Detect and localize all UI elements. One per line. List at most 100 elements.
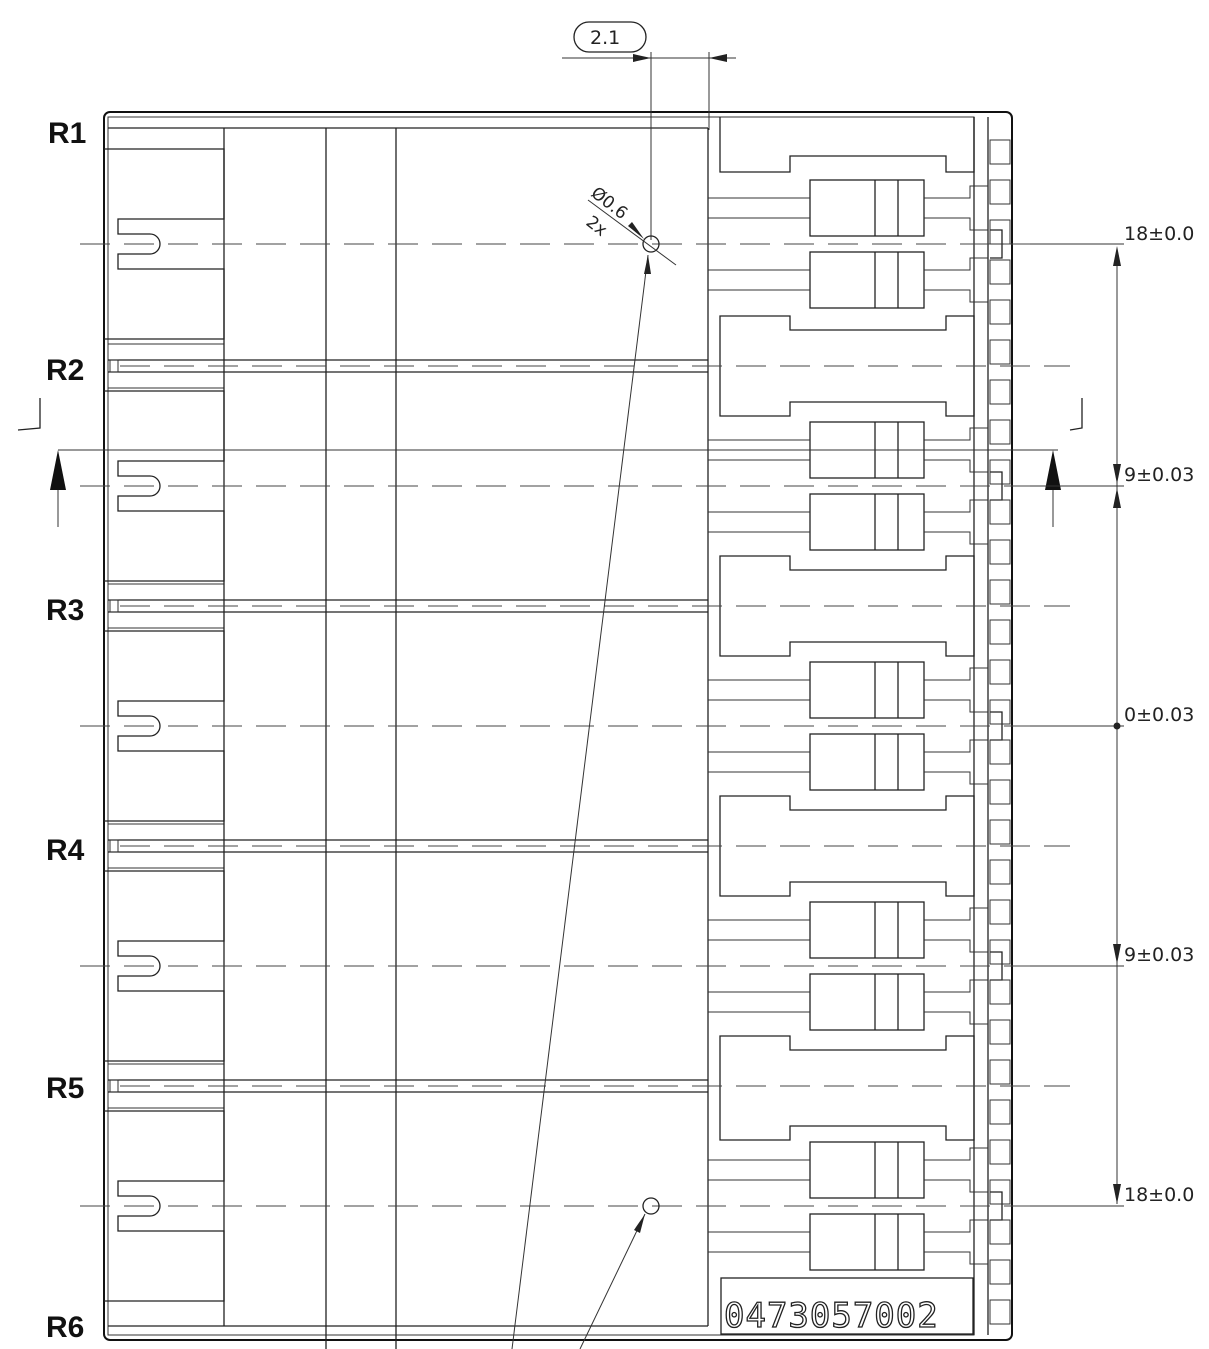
row-divider-notch [109, 839, 119, 853]
terminal-body [809, 733, 925, 791]
terminal-body [809, 1213, 925, 1271]
latch-profile [104, 148, 225, 340]
terminal-body [809, 251, 925, 309]
position-dimensions: 18±0.0 9±0.03 0±0.03 9±0.03 18±0.0 [1030, 223, 1194, 1207]
latch-profile [104, 630, 225, 822]
terminal-lead [708, 511, 810, 533]
edge-tooth [989, 219, 1011, 245]
row-divider-notch [109, 1079, 119, 1093]
terminal-tail [924, 739, 988, 785]
hole-bottom [642, 1197, 660, 1215]
edge-tooth [989, 1179, 1011, 1205]
hole-top [642, 235, 660, 253]
edge-tooth [989, 179, 1011, 205]
edge-tooth [989, 699, 1011, 725]
edge-tooth [989, 1019, 1011, 1045]
edge-tooth [989, 619, 1011, 645]
terminal-body [809, 1141, 925, 1199]
hole-callout: Ø0.6 2x [511, 183, 677, 1349]
pitch-callout-label: 2.1 [590, 27, 620, 49]
right-terminal-section [708, 117, 1011, 1325]
edge-tooth [989, 419, 1011, 445]
terminal-tail [924, 907, 988, 953]
terminal-body [809, 661, 925, 719]
dogbone-cavity [719, 555, 975, 657]
edge-tooth [989, 739, 1011, 765]
edge-tooth [989, 979, 1011, 1005]
latch-profile [104, 870, 225, 1062]
dogbone-cavity [719, 1035, 975, 1141]
row-divider-notch [109, 359, 119, 373]
row-labels: R1 R2 R3 R4 R5 R6 [46, 117, 86, 1344]
position-dim-2: 9±0.03 [1124, 464, 1194, 486]
edge-tooth [989, 459, 1011, 485]
position-dim-4: 9±0.03 [1124, 944, 1194, 966]
dogbone-cavity [719, 795, 975, 897]
middle-cavity-section [325, 128, 709, 1349]
terminal-tail [924, 1219, 988, 1265]
position-dim-5: 18±0.0 [1124, 1184, 1194, 1206]
row-label-r1: R1 [48, 117, 86, 150]
terminal-tail [924, 427, 988, 473]
terminal-tail [924, 499, 988, 545]
part-number-plate: 0473057002 [720, 1277, 974, 1337]
row-label-r5: R5 [46, 1072, 84, 1105]
dogbone-cavity [719, 117, 975, 173]
edge-tooth [989, 1139, 1011, 1165]
edge-tooth [989, 1259, 1011, 1285]
edge-tooth [989, 819, 1011, 845]
terminal-tab [990, 1191, 1003, 1221]
section-markers [17, 398, 1083, 527]
edge-tooth [989, 379, 1011, 405]
terminal-tail [924, 1147, 988, 1193]
row-label-r6: R6 [46, 1311, 84, 1344]
terminal-lead [708, 1231, 810, 1253]
edge-tooth [989, 259, 1011, 285]
position-dim-3: 0±0.03 [1124, 704, 1194, 726]
terminal-lead [708, 751, 810, 773]
terminal-body [809, 973, 925, 1031]
terminal-lead [708, 919, 810, 941]
edge-tooth [989, 139, 1011, 165]
row-divider-notch [109, 599, 119, 613]
terminal-tab [990, 951, 1003, 981]
row-label-r3: R3 [46, 594, 84, 627]
edge-tooth [989, 1219, 1011, 1245]
edge-tooth [989, 339, 1011, 365]
terminal-tail [924, 257, 988, 303]
terminal-tab [990, 471, 1003, 501]
edge-tooth [989, 1299, 1011, 1325]
terminal-tab [990, 711, 1003, 741]
terminal-body [809, 493, 925, 551]
edge-tooth [989, 579, 1011, 605]
terminal-lead [708, 1159, 810, 1181]
edge-tooth [989, 1099, 1011, 1125]
terminal-body [809, 179, 925, 237]
edge-tooth [989, 899, 1011, 925]
row-label-r2: R2 [46, 354, 84, 387]
dogbone-cavity [719, 315, 975, 417]
edge-tooth [989, 299, 1011, 325]
terminal-tail [924, 185, 988, 231]
pitch-dimension: 2.1 [562, 21, 736, 240]
terminal-lead [708, 439, 810, 461]
latch-profile [104, 390, 225, 582]
edge-tooth [989, 939, 1011, 965]
edge-tooth [989, 659, 1011, 685]
terminal-lead [708, 197, 810, 219]
terminal-lead [708, 269, 810, 291]
terminal-body [809, 901, 925, 959]
latch-profile [104, 1110, 225, 1302]
row-label-r4: R4 [46, 834, 85, 867]
position-dim-1: 18±0.0 [1124, 223, 1194, 245]
centerlines [80, 243, 1070, 1207]
edge-tooth [989, 779, 1011, 805]
hole-count-label: 2x [582, 212, 611, 241]
edge-tooth [989, 859, 1011, 885]
terminal-lead [708, 679, 810, 701]
edge-tooth [989, 1059, 1011, 1085]
part-number: 0473057002 [724, 1296, 939, 1336]
terminal-tail [924, 667, 988, 713]
edge-tooth [989, 539, 1011, 565]
